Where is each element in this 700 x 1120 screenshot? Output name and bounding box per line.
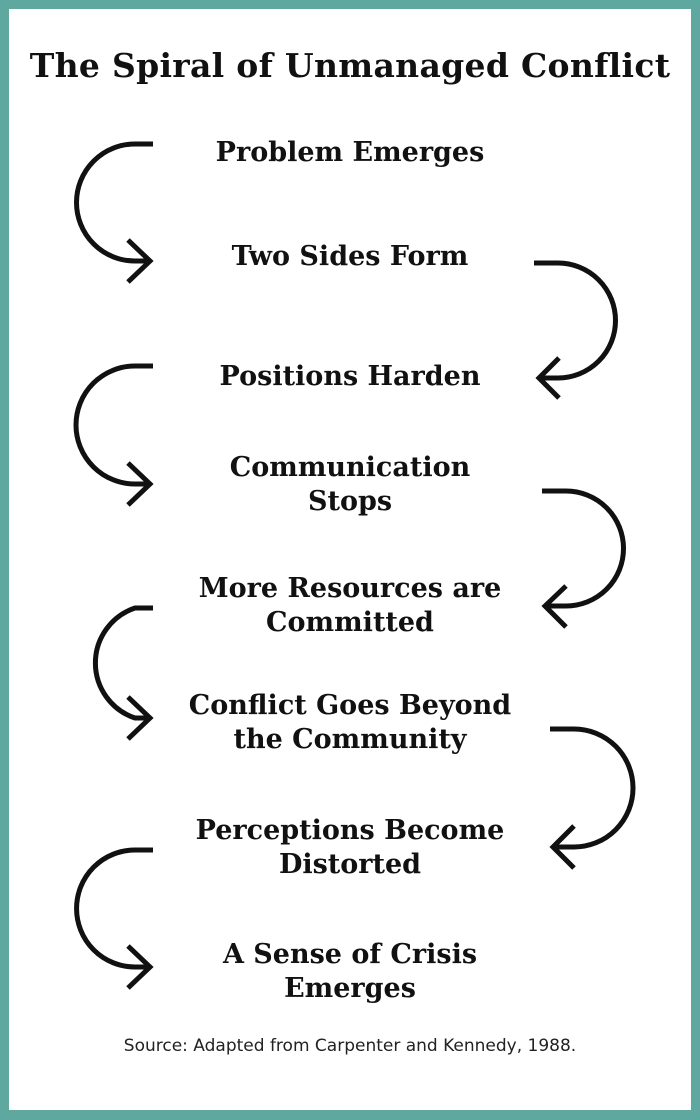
diagram-panel (9, 9, 691, 1110)
curved-arrow-left-to-right-icon (74, 847, 154, 990)
step-problem-emerges: Problem Emerges (215, 137, 485, 168)
step-conflict-beyond-community: Conflict Goes Beyond the Community (188, 690, 512, 755)
step-communication-stops: Communication Stops (229, 452, 471, 517)
curved-arrow-right-to-left-icon (549, 726, 636, 870)
curved-arrow-right-to-left-icon (534, 260, 618, 400)
curved-arrow-left-to-right-icon (92, 605, 154, 741)
diagram-title: The Spiral of Unmanaged Conflict (29, 46, 671, 85)
step-positions-harden: Positions Harden (219, 361, 481, 392)
curved-arrow-left-to-right-icon (74, 141, 154, 284)
step-perceptions-distorted: Perceptions Become Distorted (195, 815, 505, 880)
step-sense-of-crisis: A Sense of Crisis Emerges (222, 939, 478, 1004)
step-more-resources-committed: More Resources are Committed (198, 573, 502, 638)
curved-arrow-left-to-right-icon (73, 363, 154, 507)
source-citation: Source: Adapted from Carpenter and Kenne… (123, 1036, 577, 1056)
curved-arrow-right-to-left-icon (541, 488, 626, 629)
step-two-sides-form: Two Sides Form (231, 241, 469, 272)
